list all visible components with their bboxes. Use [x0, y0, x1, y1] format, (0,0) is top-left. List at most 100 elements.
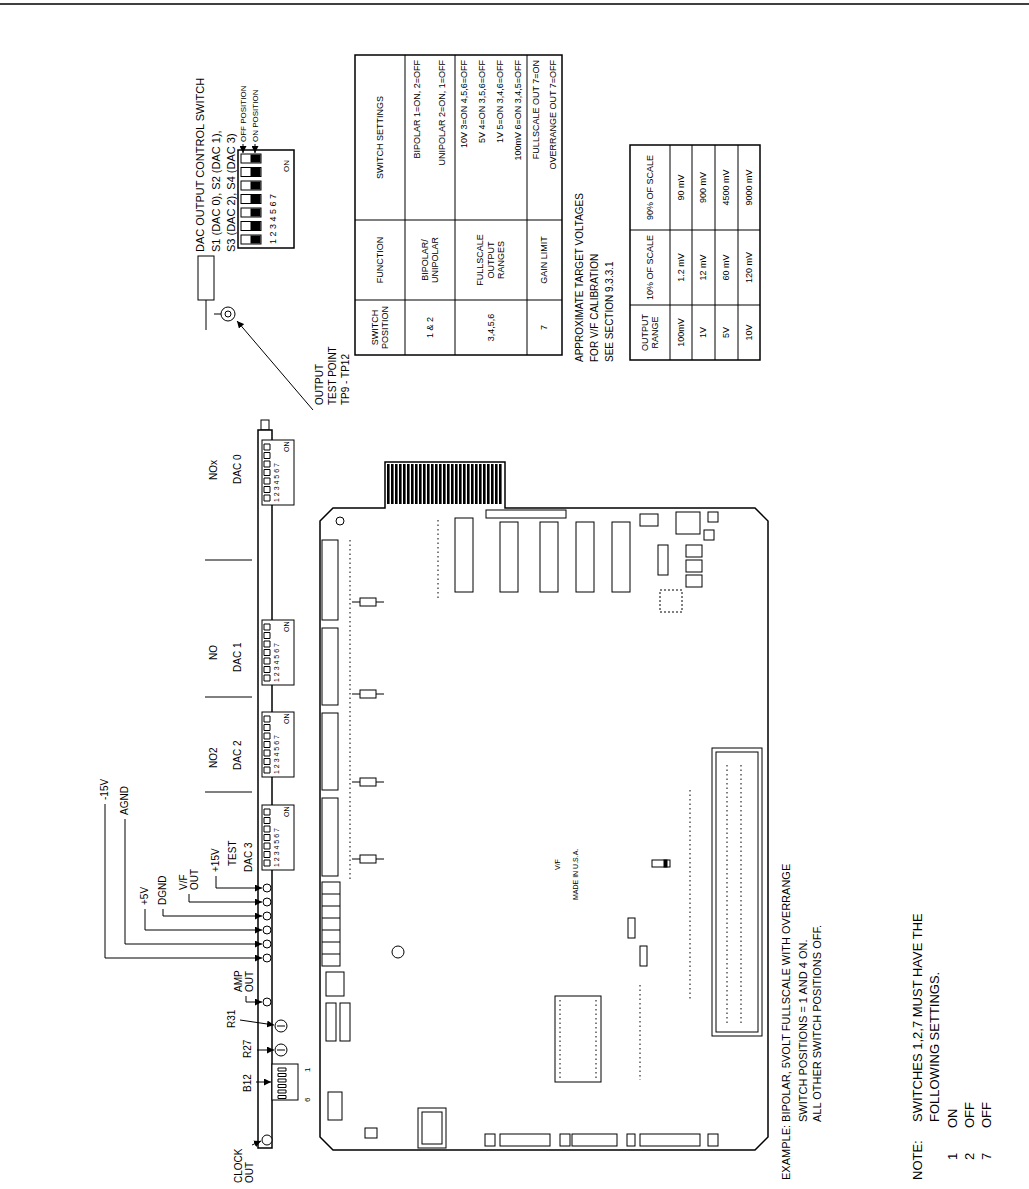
position-arrow — [243, 144, 244, 153]
callout-label: NO — [208, 645, 220, 660]
callout-label: DAC OUTPUT CONTROL SWITCH — [194, 78, 207, 252]
callout-label: AGND — [119, 786, 131, 815]
callout-label: R27 — [242, 1040, 254, 1058]
callout-label: TEST — [227, 840, 239, 866]
table-cell: 5V — [715, 305, 738, 360]
callout-label: ON — [283, 807, 291, 818]
callout-label: OUTPUT — [314, 364, 326, 405]
table-cell: 12 mV — [692, 230, 715, 305]
callout-label: FOLLOWING SETTINGS. — [928, 972, 943, 1122]
callout-label: FOR V/F CALIBRATION — [589, 254, 601, 362]
test-point — [198, 256, 235, 330]
table-cell: OVERRANGE OUT 7=OFF — [545, 55, 563, 220]
test-jack — [262, 884, 272, 1145]
table-cell: BIPOLAR 1=ON, 2=OFF — [405, 55, 430, 220]
leader-line — [237, 321, 313, 410]
table-cell: 900 mV — [692, 145, 715, 230]
callout-label: +5V — [139, 887, 151, 905]
table-cell: BIPOLAR/ UNIPOLAR — [405, 220, 455, 300]
table-cell: 7 — [527, 300, 562, 355]
table-cell: FULLSCALE OUTPUT RANGES — [455, 220, 527, 300]
table-cell: 9000 mV — [738, 145, 760, 230]
table-cell: 1V — [692, 305, 715, 360]
callout-label: 1 2 3 4 5 6 7 — [273, 735, 281, 774]
dip-switch — [238, 150, 294, 248]
table-cell: SWITCH SETTINGS — [355, 55, 405, 220]
callout-label: APPROXIMATE TARGET VOLTAGES — [574, 193, 586, 362]
callout-label: 1 — [303, 1068, 312, 1072]
callout-label: AMP OUT — [233, 962, 256, 992]
table-cell: 90% OF SCALE — [630, 145, 670, 230]
callout-label: OFF — [963, 1102, 978, 1128]
callout-label: DAC 1 — [232, 643, 244, 672]
leader-line — [105, 804, 274, 1145]
dac-switch — [262, 440, 294, 870]
callout-label: 1 2 3 4 5 6 7 — [273, 828, 281, 867]
table-cell: GAIN LIMIT — [527, 220, 562, 300]
callout-label: OFF — [980, 1102, 995, 1128]
table-cell: FULLSCALE OUT 7=ON — [527, 55, 545, 220]
callout-label: NO2 — [208, 747, 220, 768]
callout-label: NOTE: — [911, 1140, 926, 1180]
table-cell: 4500 mV — [715, 145, 738, 230]
position-arrow — [255, 144, 256, 153]
table-cell: 5V 4=ON 3,5,6=OFF — [473, 55, 491, 220]
table-cell: FUNCTION — [355, 220, 405, 300]
callout-label: OFF POSITION — [239, 86, 248, 142]
callout-label: EXAMPLE: BIPOLAR, 5VOLT FULLSCALE WITH O… — [780, 864, 793, 1180]
table-cell: 10V — [738, 305, 760, 360]
table-cell: 60 mV — [715, 230, 738, 305]
callout-label: DAC 3 — [243, 843, 255, 872]
callout-label: ON — [283, 442, 291, 453]
circuit-board — [320, 462, 768, 1150]
callout-label: SWITCH POSITIONS = 1 AND 4 ON. — [797, 940, 810, 1122]
table-cell: UNIPOLAR 2=ON, 1=OFF — [430, 55, 455, 220]
callout-label: ON — [283, 622, 291, 633]
table-cell: 1 & 2 — [405, 300, 455, 355]
table-cell: 1V 5=ON 3,4,6=OFF — [491, 55, 509, 220]
callout-label: S1 (DAC 0), S2 (DAC 1), — [210, 130, 223, 252]
callout-label: 1 — [946, 1153, 961, 1160]
callout-label: NOx — [208, 460, 220, 480]
callout-label: V/F OUT — [178, 864, 201, 890]
table-cell: 100mV — [670, 305, 692, 360]
callout-label: ALL OTHER SWITCH POSITIONS OFF. — [811, 925, 824, 1122]
callout-label: +15V — [210, 848, 222, 872]
voltage-table-grid — [630, 145, 760, 360]
header-connector — [272, 1064, 298, 1100]
potentiometer — [275, 1020, 287, 1056]
header-rule — [0, 3, 1029, 5]
callout-label: 1 2 3 4 5 6 7 — [273, 463, 281, 502]
callout-label: 2 — [963, 1153, 978, 1160]
table-cell: 10V 3=ON 4,5,6=OFF — [455, 55, 473, 220]
front-panel — [258, 420, 272, 1148]
callout-label: CLOCK OUT — [233, 1143, 256, 1183]
callout-label: ON — [283, 714, 291, 725]
callout-label: 7 — [980, 1153, 995, 1160]
callout-label: TEST POINT — [327, 346, 339, 405]
callout-label: TP9 - TP12 — [340, 354, 352, 405]
table-cell: 3,4,5,6 — [455, 300, 527, 355]
callout-label: R31 — [226, 1010, 238, 1028]
callout-label: DAC 2 — [232, 741, 244, 770]
callout-label: SEE SECTION 9.3.3.1 — [604, 261, 616, 362]
callout-label: B12 — [242, 1074, 254, 1092]
callout-label: ON — [282, 160, 291, 172]
callout-label: V/F — [554, 859, 562, 870]
table-cell: SWITCH POSITION — [355, 300, 405, 355]
table-cell: OUTPUT RANGE — [630, 305, 670, 360]
callout-label: DGND — [157, 876, 169, 905]
callout-label: -15V — [99, 779, 111, 800]
callout-label: ON — [946, 1109, 961, 1129]
callout-label: DAC 0 — [232, 455, 244, 484]
table-cell: 1.2 mV — [670, 230, 692, 305]
callout-label: 6 — [303, 1098, 312, 1102]
table-cell: 120 mV — [738, 230, 760, 305]
callout-label: 1 2 3 4 5 6 7 — [268, 194, 278, 244]
callout-label: 1 2 3 4 5 6 7 — [273, 643, 281, 682]
table-cell: 90 mV — [670, 145, 692, 230]
settings-table-grid — [355, 55, 562, 355]
table-cell: 10% OF SCALE — [630, 230, 670, 305]
